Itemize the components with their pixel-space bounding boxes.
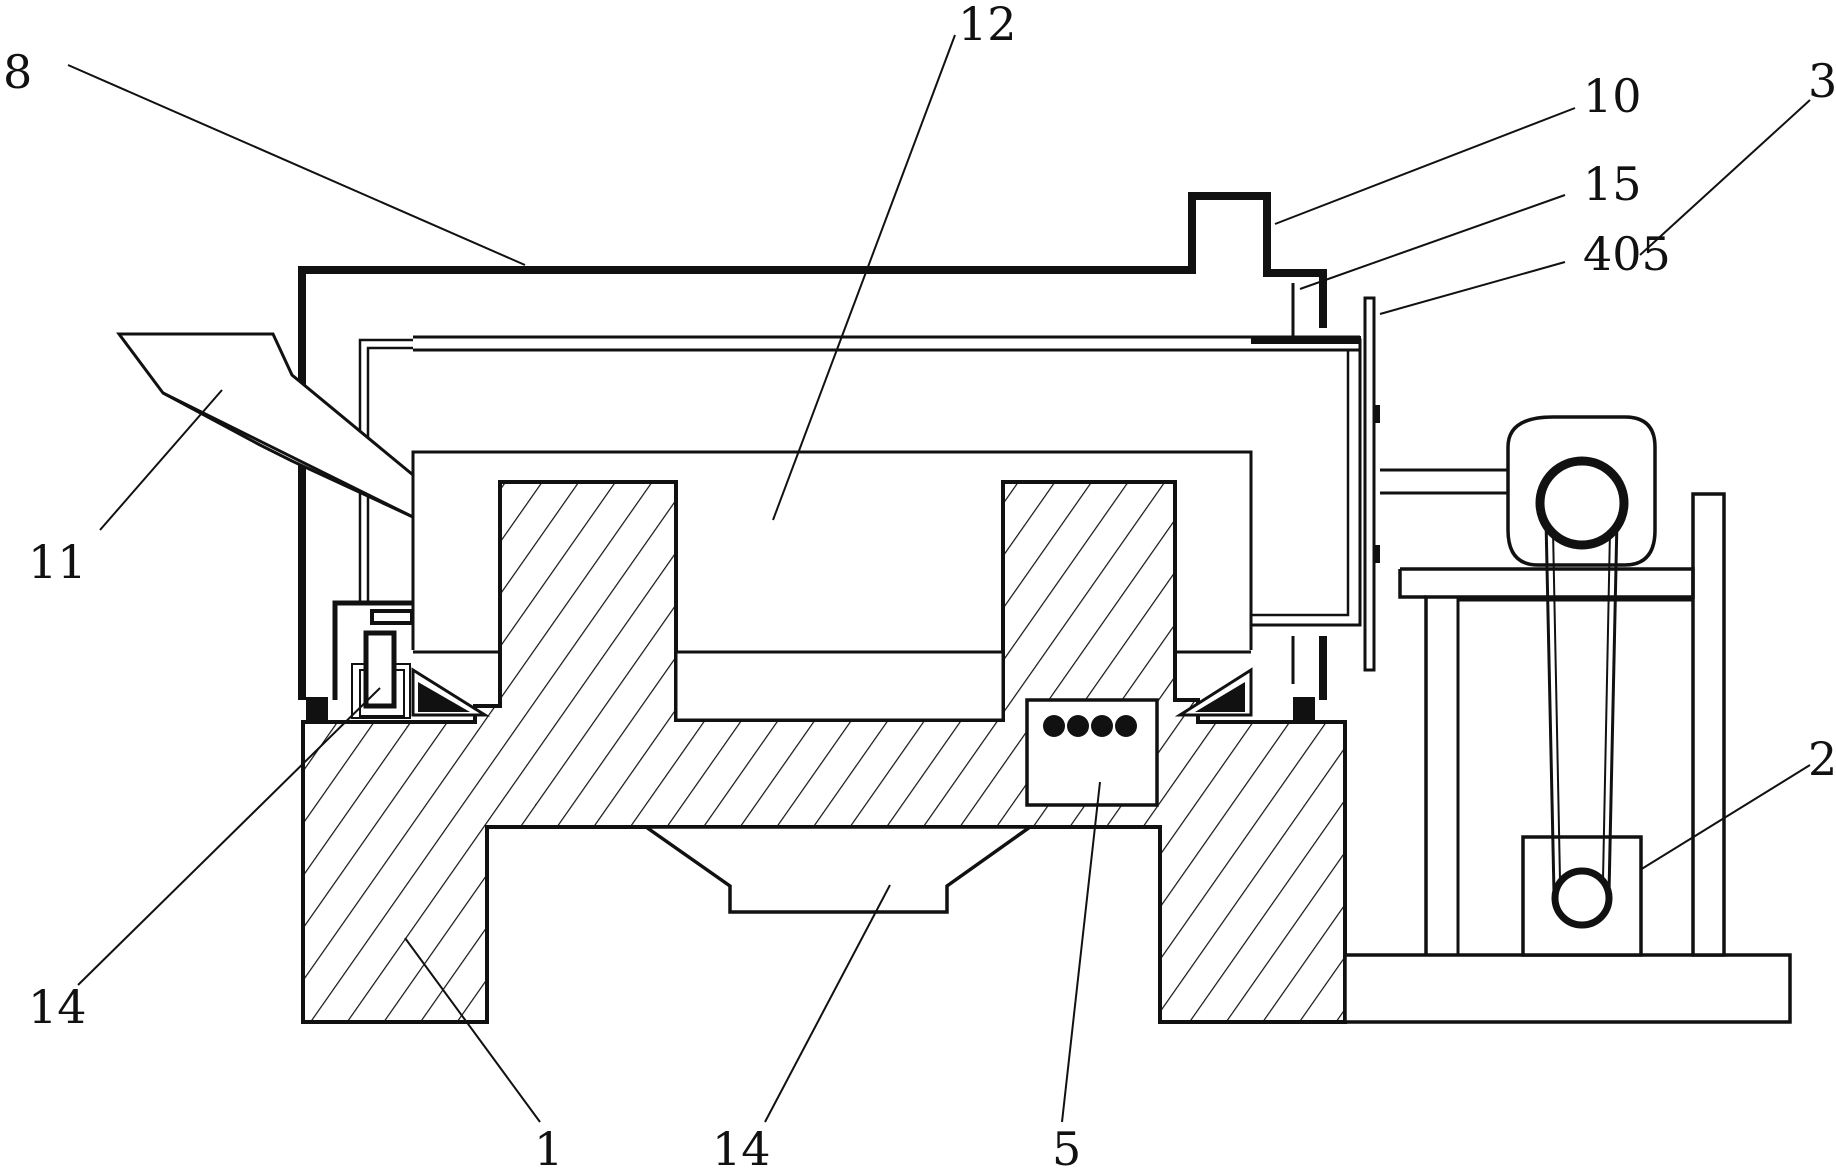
stand-post (1693, 494, 1724, 955)
door-plate (1365, 298, 1374, 670)
label-11: 11 (28, 535, 87, 589)
label-15: 15 (1583, 157, 1642, 211)
cover-foot-right (1293, 697, 1315, 721)
base-body (303, 482, 1345, 1022)
label-2: 2 (1808, 732, 1836, 786)
drum-right-wall (1251, 340, 1360, 625)
label-8: 8 (3, 45, 32, 99)
label-5: 5 (1052, 1122, 1081, 1170)
base-plate (1345, 955, 1790, 1022)
sensor-core (366, 633, 394, 706)
stand-left-leg (1400, 569, 1426, 597)
right-wedge-fill (1195, 682, 1245, 712)
center-cavity-panel (676, 652, 1003, 720)
cover-foot-left (306, 697, 328, 721)
label-12: 12 (958, 0, 1017, 51)
lower-pulley (1555, 871, 1609, 925)
control-box (1027, 700, 1157, 805)
label-1: 1 (534, 1122, 563, 1170)
door-hinge-2 (1374, 545, 1380, 563)
label-14-left: 14 (28, 980, 87, 1034)
label-10: 10 (1583, 69, 1642, 123)
label-405: 405 (1583, 227, 1671, 281)
sensor-cap (372, 611, 412, 623)
lower-hopper (646, 827, 1030, 912)
drum-right-cap-top (1251, 336, 1361, 344)
drum-right-wall-inner (1251, 350, 1348, 615)
label-14-bottom: 14 (712, 1122, 771, 1170)
upper-pulley (1540, 461, 1624, 545)
door-hinge-1 (1374, 405, 1380, 423)
label-3: 3 (1808, 54, 1836, 108)
